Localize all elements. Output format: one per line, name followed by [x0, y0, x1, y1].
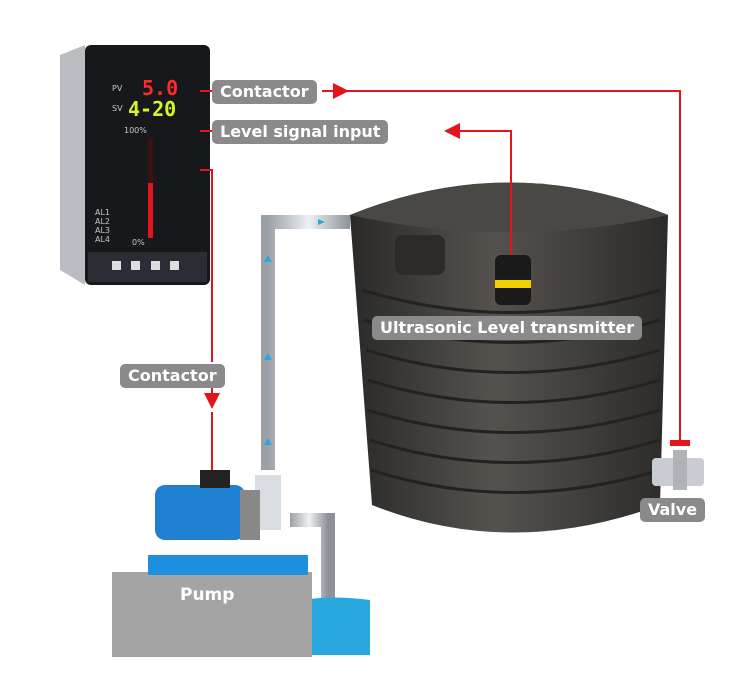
- level-bar-fill: [148, 183, 153, 238]
- flow-arrows: [264, 219, 325, 445]
- alarm-2: AL2: [95, 217, 111, 226]
- alarm-indicators: AL1 AL2 AL3 AL4: [95, 208, 110, 244]
- alarm-4: AL4: [95, 235, 111, 244]
- alarm-3: AL3: [95, 226, 111, 235]
- level-signal-label: Level signal input: [212, 120, 389, 144]
- bar-top-label: 100%: [124, 126, 147, 135]
- water-source: [305, 597, 370, 655]
- valve: [652, 440, 704, 490]
- pv-label: PV: [112, 84, 123, 93]
- water-tank: [350, 182, 668, 533]
- signal-lines: [200, 83, 681, 470]
- contactor-bottom-label: Contactor: [120, 364, 225, 388]
- sv-label: SV: [112, 104, 123, 113]
- pump: [112, 470, 312, 657]
- sv-display: 4-20: [128, 97, 177, 121]
- pump-label: Pump: [180, 585, 235, 605]
- transmitter-label: Ultrasonic Level transmitter: [372, 316, 643, 340]
- bar-bottom-label: 0%: [132, 238, 145, 247]
- pv-display: 5.0: [142, 76, 179, 100]
- level-controller: [60, 45, 210, 285]
- valve-label: Valve: [640, 498, 706, 522]
- alarm-1: AL1: [95, 208, 111, 217]
- contactor-top-label: Contactor: [212, 80, 317, 104]
